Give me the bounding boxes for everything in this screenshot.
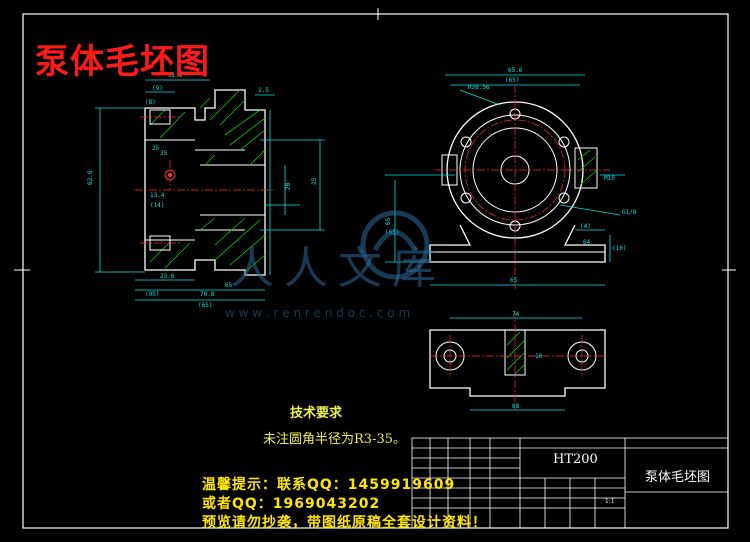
watermark-logo-text: 人人文库	[230, 243, 446, 294]
side-section-view: 31.6 (9) (8) 62.6 25 35 13.4 (14) 23.6 (…	[87, 72, 325, 309]
dim-31-6: 31.6	[168, 72, 183, 79]
svg-text:13.4: 13.4	[150, 192, 165, 199]
svg-text:10: 10	[535, 353, 543, 360]
title-block-scale: 1:1	[605, 498, 615, 505]
svg-text:65: 65	[225, 282, 233, 289]
svg-text:20: 20	[285, 182, 292, 190]
svg-text:35: 35	[160, 150, 168, 157]
notice-line-3: 预览请勿抄袭，带图纸原稿全套设计资料！	[202, 515, 487, 531]
svg-text:65.6: 65.6	[508, 67, 523, 74]
svg-text:25: 25	[311, 177, 318, 185]
svg-text:25: 25	[152, 145, 160, 152]
svg-text:65: 65	[510, 277, 518, 284]
svg-text:68: 68	[512, 403, 520, 410]
drawing-border	[22, 13, 729, 529]
svg-text:(95): (95)	[145, 291, 159, 298]
title-block	[411, 437, 729, 529]
drawing-title-overlay: 泵体毛坯图	[35, 42, 210, 82]
svg-text:74: 74	[512, 311, 520, 318]
svg-text:R38.56: R38.56	[468, 84, 490, 91]
svg-text:G1/8: G1/8	[622, 209, 637, 216]
svg-text:(4): (4)	[580, 223, 591, 230]
svg-text:64: 64	[583, 239, 591, 246]
svg-text:70.8: 70.8	[200, 291, 215, 298]
tech-requirements-heading: 技术要求	[290, 406, 343, 421]
svg-text:23.6: 23.6	[160, 273, 175, 280]
watermark-logo	[360, 210, 430, 280]
svg-text:(65): (65)	[505, 77, 519, 84]
watermark-url: w w w . r e n r e n d o c . c o m	[225, 306, 411, 320]
svg-text:M10: M10	[604, 175, 615, 182]
front-view: 65.6 (65) R38.56 65 65 (4) 64 (10) M10 G…	[385, 67, 637, 290]
svg-text:(14): (14)	[150, 202, 164, 209]
svg-text:(65): (65)	[198, 302, 212, 309]
notice-line-2: 或者QQ：1969043202	[202, 496, 381, 512]
svg-text:62.6: 62.6	[87, 170, 94, 185]
svg-text:(10): (10)	[612, 245, 626, 252]
svg-text:1.5: 1.5	[258, 87, 269, 94]
svg-text:65: 65	[385, 217, 392, 225]
title-block-drawing-name: 泵体毛坯图	[645, 470, 711, 485]
bottom-view: 74 10 68	[429, 310, 606, 411]
svg-text:(9): (9)	[152, 85, 163, 92]
notice-line-1: 温馨提示：联系QQ：1459919609	[202, 477, 456, 493]
title-block-material: HT200	[553, 452, 598, 467]
tech-requirements-note: 未注圆角半径为R3-35。	[263, 432, 406, 447]
svg-text:(8): (8)	[145, 99, 156, 106]
